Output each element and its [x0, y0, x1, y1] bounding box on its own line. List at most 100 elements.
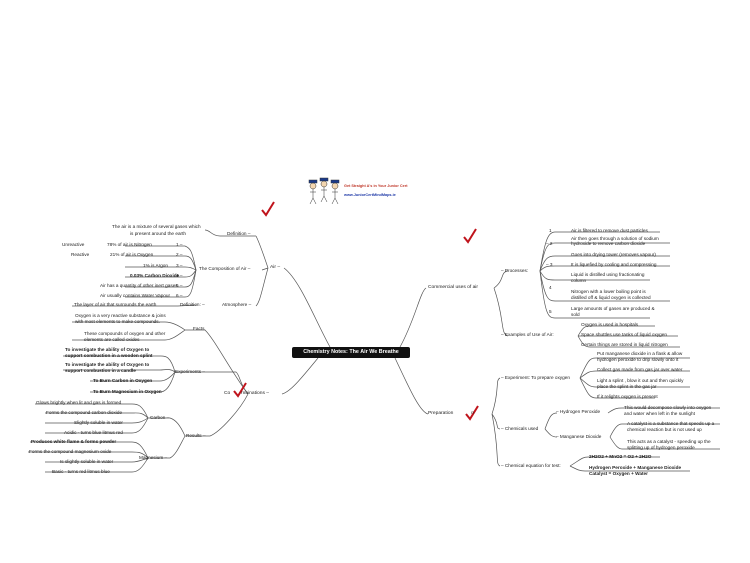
equation-formula: 2H2O2 + MnO2 = O2 + 2H2O — [589, 454, 652, 459]
composition-note: Reactive — [71, 252, 90, 257]
atmosphere-text: The layer of air that surrounds the eart… — [74, 302, 157, 307]
process-step: Air then goes through a solution of sodi… — [571, 236, 659, 241]
process-num: – 2 — [546, 241, 553, 246]
magnesium-result: Produces white flame & forms powder — [31, 439, 117, 444]
branch-air[interactable]: Air – — [270, 265, 281, 270]
central-topic[interactable]: Chemistry Notes: The Air We Breathe — [292, 347, 410, 358]
prep-step: If it relights oxygen is present — [597, 394, 658, 399]
composition-row: 21% of air is Oxygen — [110, 252, 154, 257]
process-step: Goes into drying tower (removes vapour) — [571, 252, 656, 257]
atmosphere-definition-label: Definition: – — [180, 302, 205, 307]
equation-words-2: Catalyst = Oxygen + Water — [589, 471, 648, 476]
experiment-2b: support combustion in a candle — [65, 368, 136, 373]
definition-label[interactable]: Definition – — [227, 231, 251, 236]
experiment-1b: support combustion in a wooden splint — [65, 353, 153, 358]
fact-1b: with most elements to make compounds. — [75, 319, 160, 324]
magnesium-label[interactable]: Magnesium – — [139, 455, 168, 460]
example-item: Space shuttles use tanks of liquid oxyge… — [581, 332, 667, 337]
facts-label[interactable]: Facts — [193, 326, 205, 331]
process-step: distilled off & liquid oxygen is collect… — [571, 295, 651, 300]
fact-1a: Oxygen is a very reactive substance & jo… — [75, 313, 166, 318]
magnesium-result: Forms the compound magnesium oxide — [29, 449, 112, 454]
experiment-1a: To investigate the ability of Oxygen to — [65, 347, 150, 352]
example-item: Oxygen is used in hospitals — [581, 322, 639, 327]
process-step: Nitrogen with a lower boiling point is — [571, 289, 646, 294]
md-text: chemical reaction but is not used up — [627, 427, 702, 432]
hp-text: and water when left in the sunlight — [624, 411, 695, 416]
central-title: Chemistry Notes: The Air We Breathe — [303, 349, 399, 355]
carbon-result: Slightly soluble in water — [74, 420, 123, 425]
check-mark-icon — [233, 382, 247, 398]
chemicals-used-label[interactable]: – Chemicals used — [501, 426, 539, 431]
composition-num: 2 – — [176, 252, 183, 257]
composition-num: 4 – — [176, 273, 183, 278]
composition-num: 5 – — [176, 283, 183, 288]
process-step: It is liquefied by cooling and compressi… — [571, 262, 657, 267]
check-mark-icon — [463, 228, 477, 244]
air-definition-text-2: is present around the earth — [130, 231, 187, 236]
process-step: Liquid is distilled using fractionating — [571, 272, 645, 277]
magnesium-result: Basic - turns red litmus blue — [52, 469, 110, 474]
composition-num: 1 – — [176, 242, 183, 247]
process-step: Large amounts of gases are produced & — [571, 306, 655, 311]
atmosphere-label[interactable]: Atmosphere – — [222, 302, 252, 307]
composition-num: 3 – — [176, 263, 183, 268]
fact-2b: elements are called oxides — [84, 337, 140, 342]
composition-num: 6 – — [176, 293, 183, 298]
check-mark-icon — [465, 405, 479, 421]
logo-url[interactable]: www.JuniorCertMindMaps.ie — [344, 193, 396, 197]
prep-step: place the splint in the gas jar — [597, 384, 657, 389]
experiment-2a: To investigate the ability of Oxygen to — [65, 362, 150, 367]
carbon-result: Forms the compound carbon dioxide — [46, 410, 123, 415]
prep-step: Light a splint , blow it out and then qu… — [597, 378, 684, 383]
example-item: Certain things are stored in liquid nitr… — [581, 342, 668, 347]
processes-label[interactable]: – Processes: — [501, 268, 529, 273]
experiments-label[interactable]: Experiments – — [175, 369, 205, 374]
magnesium-result: Is slightly soluble in water — [60, 459, 114, 464]
experiment-4: To Burn Magnesium in Oxygen — [93, 389, 162, 394]
md-text: A catalyst is a substance that speeds up… — [627, 421, 715, 426]
equation-label[interactable]: – Chemical equation for test: — [501, 463, 561, 468]
prep-step: Collect gas made from gas jar over water — [597, 367, 683, 372]
carbon-result: Glows brightly when lit and gas is forme… — [36, 400, 122, 405]
process-num: – 3 — [546, 262, 553, 267]
experiment-prepare-label[interactable]: – Experiment: To prepare oxygen — [501, 375, 570, 380]
air-definition-text-1: The air is a mixture of several gases wh… — [112, 224, 201, 229]
composition-row: Air has a quantity of other inert gases — [100, 283, 178, 288]
composition-row: 0.03% Carbon Dioxide — [130, 273, 180, 278]
md-text: splitting up of hydrogen peroxide — [627, 445, 695, 450]
composition-label[interactable]: The Composition of Air – — [199, 266, 251, 271]
branch-commercial-uses[interactable]: Commercial uses of air — [428, 285, 479, 290]
fact-2a: These compounds of oxygen and other — [84, 331, 166, 336]
logo-tagline: Get Straight A's in Your Junior Cert — [344, 184, 408, 188]
results-label[interactable]: Results – — [186, 433, 206, 438]
process-num: 5 — [549, 309, 552, 314]
composition-row: 1% is Argon — [143, 263, 169, 268]
mascot-logo-icon — [308, 177, 340, 205]
process-step: column — [571, 278, 587, 283]
process-num: 4 — [549, 285, 552, 290]
examples-label[interactable]: – Examples of Use of Air: — [501, 332, 554, 337]
process-step: Air is filtered to remove dust particles — [571, 228, 648, 233]
prep-step: hydrogen peroxide to drip slowly onto it — [597, 357, 679, 362]
hp-text: This would decompose slowly into oxygen — [624, 405, 712, 410]
equation-words-1: Hydrogen Peroxide + Manganese Dioxide — [589, 465, 682, 470]
carbon-result: Acidic - turns blue litmus red — [64, 430, 123, 435]
md-text: This acts as a catalyst - speeding up th… — [627, 439, 711, 444]
composition-note: Unreactive — [62, 242, 85, 247]
process-num: 1 — [549, 228, 552, 233]
process-step: hydroxide to remove carbon dioxide — [571, 241, 646, 246]
hydrogen-peroxide-label[interactable]: – Hydrogen Peroxide — [556, 409, 601, 414]
composition-row: Air usually contains Water Vapour — [100, 293, 171, 298]
experiment-3: To Burn Carbon in Oxygen — [93, 378, 153, 383]
process-step: sold — [571, 312, 580, 317]
composition-row: 78% of air is Nitrogen — [107, 242, 152, 247]
prep-step: Put manganese dioxide in a flask & allow — [597, 351, 683, 356]
carbon-label[interactable]: Carbon – — [150, 415, 170, 420]
check-mark-icon — [261, 201, 275, 217]
manganese-dioxide-label[interactable]: – Manganese Dioxide — [556, 434, 602, 439]
